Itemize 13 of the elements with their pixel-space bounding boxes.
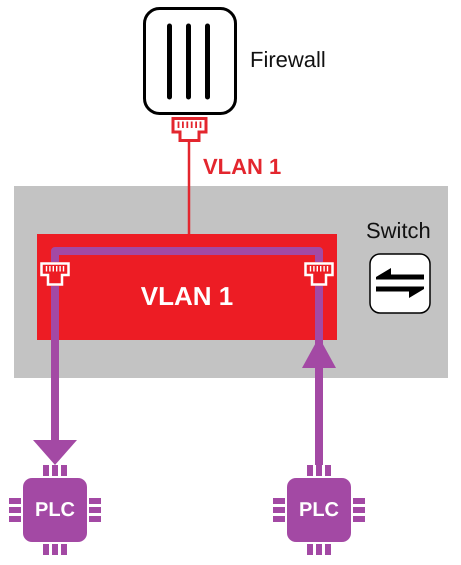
switch-panel — [14, 186, 448, 378]
vlan-box — [37, 234, 337, 340]
node-label: PLC — [299, 500, 339, 520]
node-label: Firewall — [250, 49, 326, 71]
arrow — [33, 286, 77, 465]
node-label: PLC — [35, 500, 75, 520]
node-label: Switch — [366, 220, 431, 242]
arrow — [302, 286, 336, 465]
ethernet-port-icon — [40, 262, 70, 286]
node-label: VLAN 1 — [140, 283, 234, 309]
ethernet-port-icon — [304, 262, 334, 286]
connector-line — [51, 247, 323, 262]
connector-line — [188, 142, 190, 234]
